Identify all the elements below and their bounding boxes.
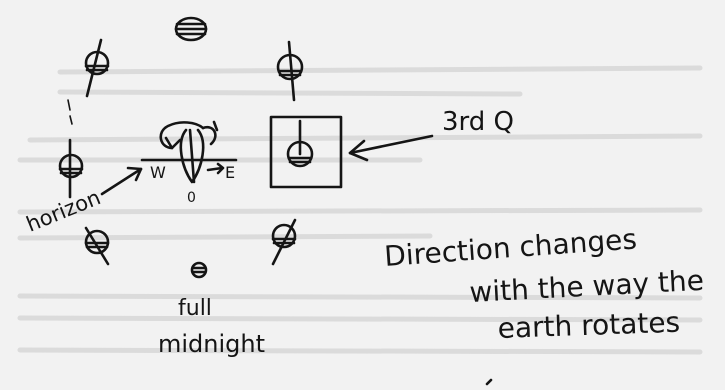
horizon-arrow bbox=[100, 166, 143, 196]
moon-icon-upper-left bbox=[84, 38, 110, 98]
direction-note-line-3: earth rotates bbox=[497, 306, 681, 345]
moon-icon-upper-right bbox=[276, 40, 304, 102]
moon-icon-full bbox=[190, 261, 208, 279]
observer-mark: 0 bbox=[187, 190, 196, 206]
third-quarter-label: 3rd Q bbox=[442, 107, 514, 137]
west-label: W bbox=[150, 163, 166, 182]
third-quarter-arrow bbox=[348, 134, 434, 162]
stray-mark bbox=[485, 378, 493, 386]
moon-icon-lower-left bbox=[84, 226, 110, 266]
direction-note: Direction changes with the way the earth… bbox=[383, 222, 704, 345]
observer-diagram: W E 0 bbox=[140, 120, 238, 206]
direction-note-line-1: Direction changes bbox=[383, 222, 638, 273]
moon-icon-top bbox=[174, 16, 208, 42]
direction-note-line-2: with the way the bbox=[469, 264, 705, 309]
full-label: full bbox=[178, 296, 212, 321]
midnight-label: midnight bbox=[158, 330, 265, 358]
east-label: E bbox=[225, 163, 235, 182]
moon-icon-third-quarter bbox=[269, 115, 343, 189]
moon-icon-left bbox=[58, 99, 84, 199]
moon-icon-lower-right bbox=[271, 218, 297, 266]
horizon-label: horizon bbox=[23, 185, 104, 236]
